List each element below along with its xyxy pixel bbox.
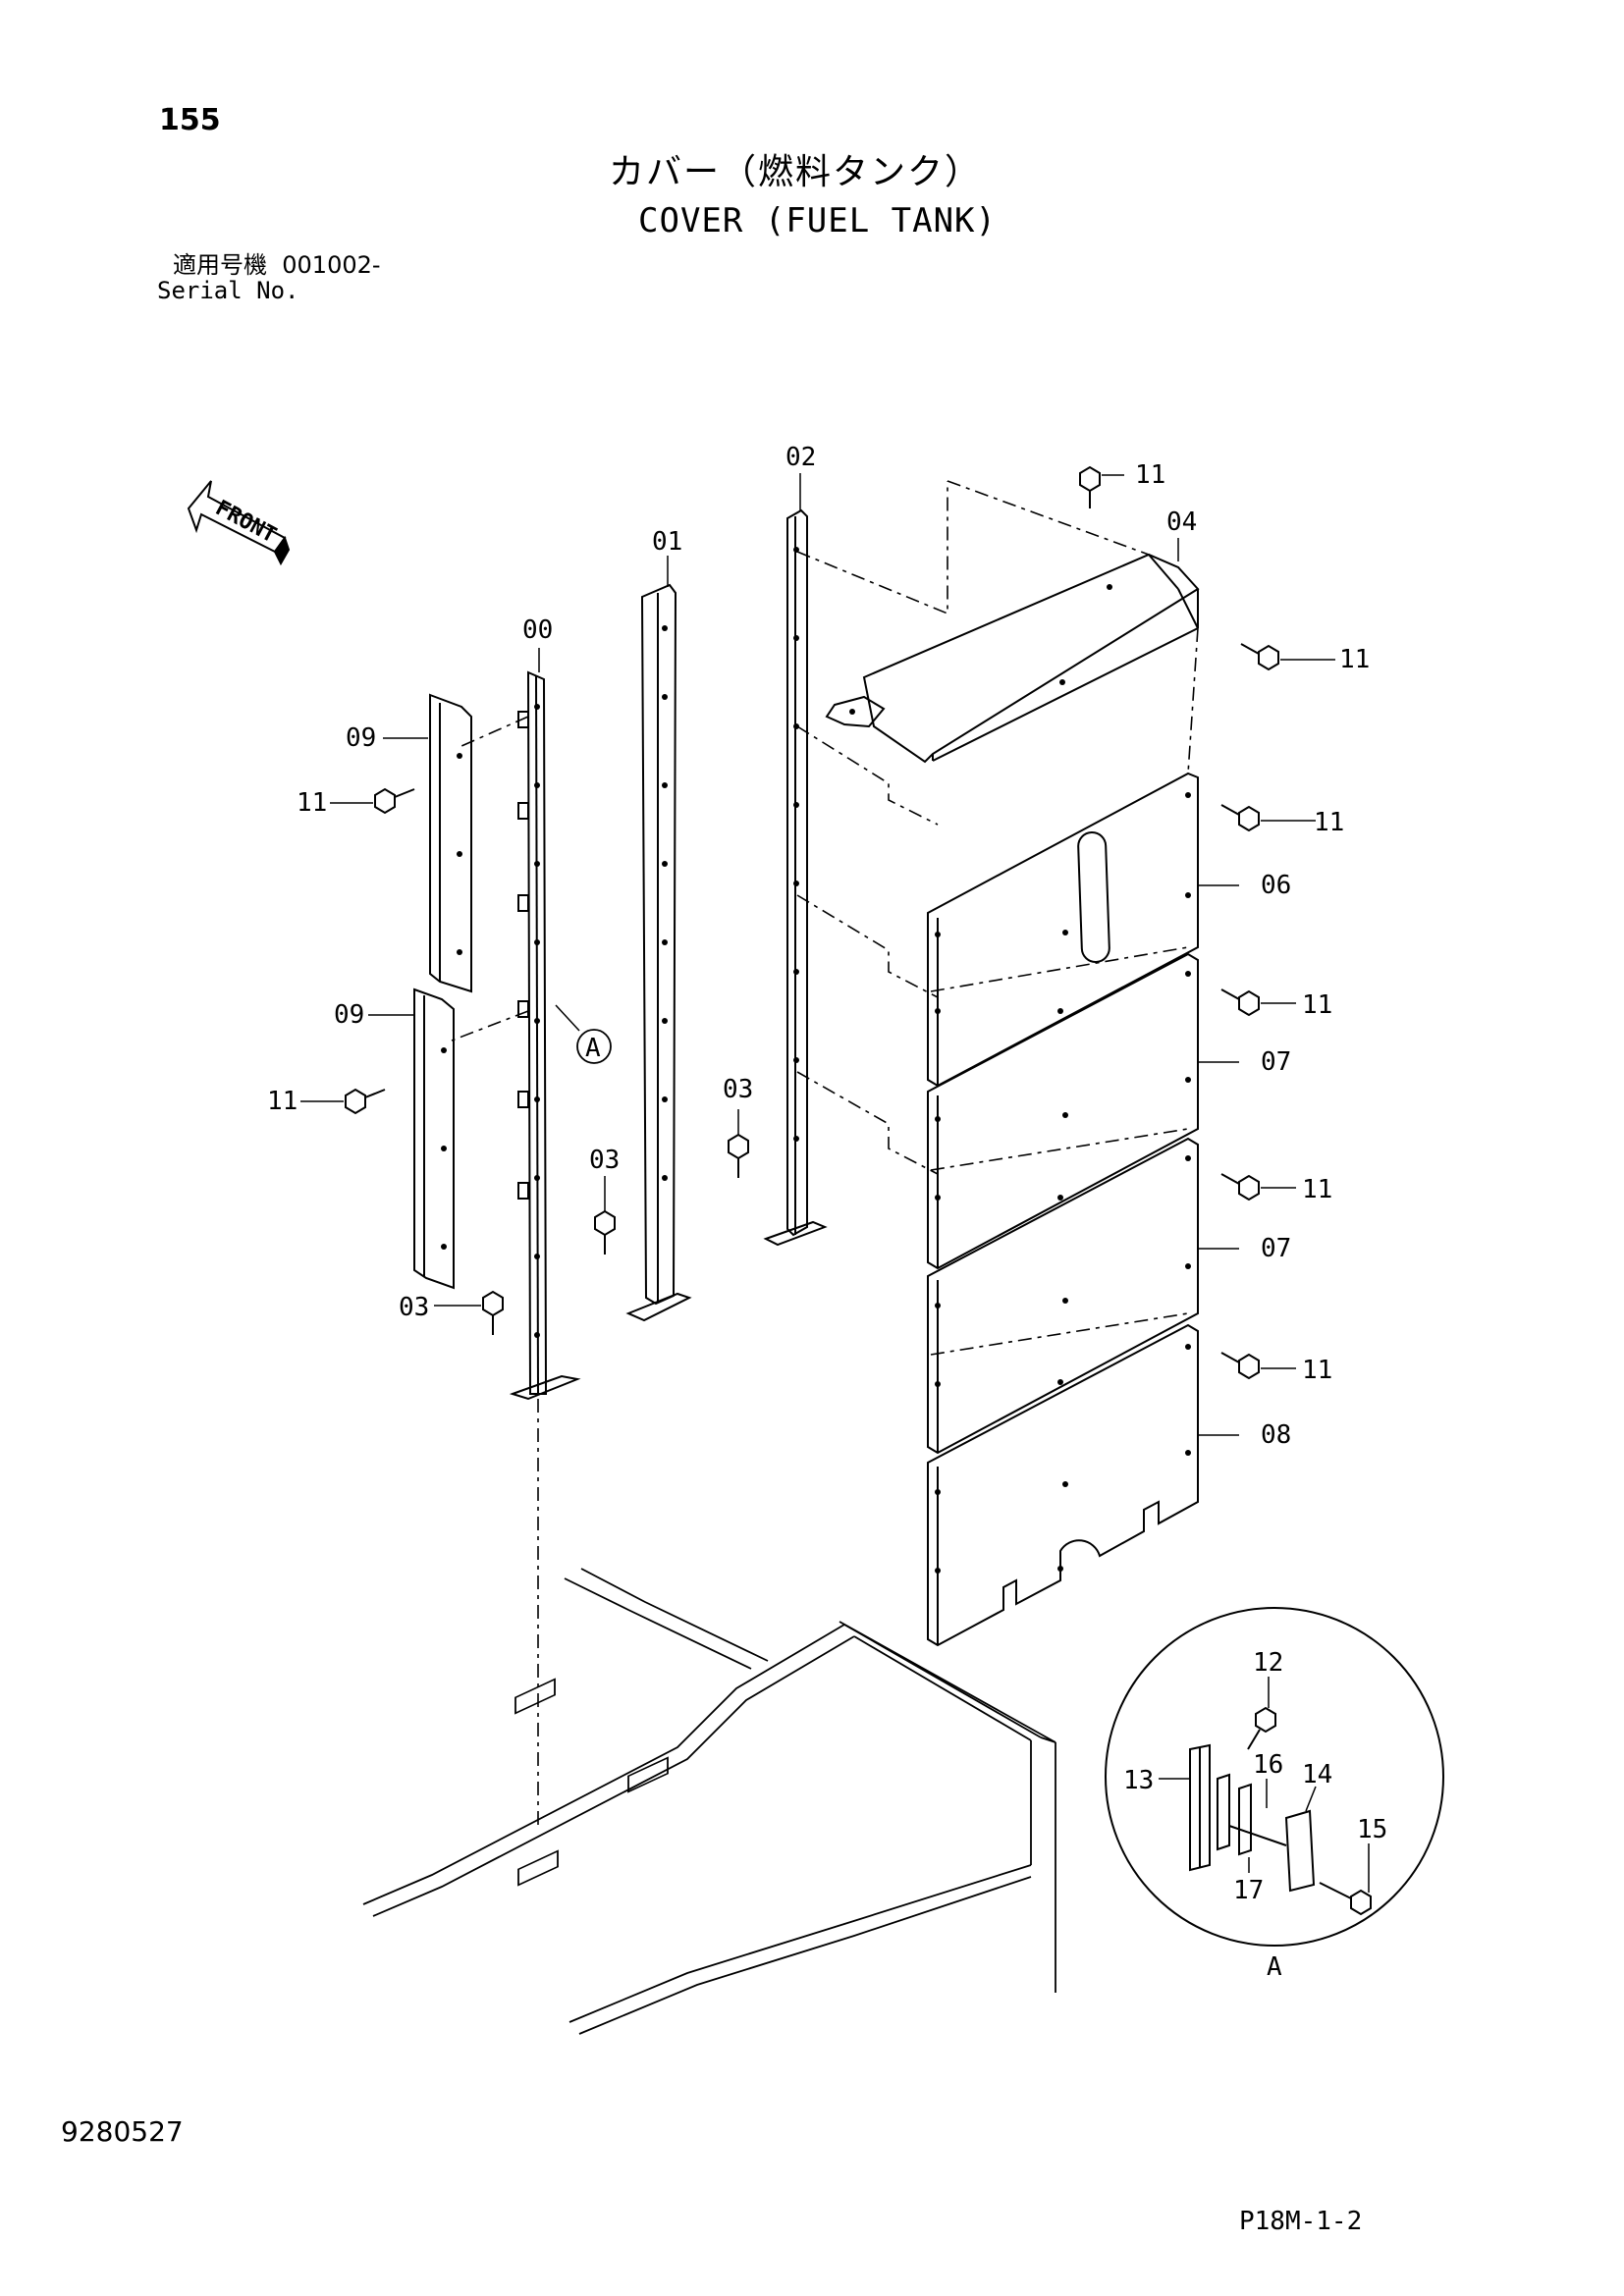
callout-01: 01 xyxy=(652,527,682,557)
callout-08: 08 xyxy=(1261,1420,1291,1450)
bolt-icon xyxy=(482,1290,504,1335)
callout-02: 02 xyxy=(785,443,816,472)
callout-11-top: 11 xyxy=(1135,460,1165,490)
callout-16: 16 xyxy=(1253,1750,1283,1780)
bolt-icon xyxy=(345,1088,386,1115)
callout-06: 06 xyxy=(1261,871,1291,900)
detail-view-label: A xyxy=(1267,1952,1282,1982)
side-plate-09-lower xyxy=(413,988,455,1290)
callout-13: 13 xyxy=(1123,1766,1154,1795)
bolt-icon xyxy=(728,1133,749,1178)
cover-panel-08 xyxy=(927,1323,1199,1647)
bolt-icon xyxy=(1220,1352,1260,1380)
callout-00: 00 xyxy=(522,615,553,645)
callout-11-left-lower: 11 xyxy=(267,1087,298,1116)
callout-09-lower: 09 xyxy=(334,1000,364,1030)
cover-panel-07-lower xyxy=(927,1137,1199,1455)
detail-bolt-icon xyxy=(1319,1882,1372,1916)
callout-11-bracket: 11 xyxy=(1339,645,1370,674)
detail-a-marker-circle xyxy=(576,1029,612,1064)
serial-label-japanese: 適用号機 001002- xyxy=(173,253,381,277)
bolt-icons xyxy=(345,465,1279,1380)
page-code: P18M-1-2 xyxy=(1239,2207,1363,2236)
serial-value: 001002- xyxy=(282,251,381,279)
bolt-icon xyxy=(374,787,415,815)
detail-view-a xyxy=(1105,1607,1444,1947)
bolt-icon xyxy=(1220,988,1260,1017)
page-title-english: COVER (FUEL TANK) xyxy=(638,201,997,240)
bolt-icon xyxy=(1240,643,1279,671)
page-number: 155 xyxy=(159,103,221,137)
cover-panel-06 xyxy=(927,772,1199,1088)
callout-03-left: 03 xyxy=(399,1293,429,1322)
detail-bolt-icon xyxy=(1247,1706,1276,1750)
callout-11-panel08: 11 xyxy=(1302,1356,1332,1385)
front-arrow-icon: FRONT xyxy=(187,480,291,566)
callout-11-panel06: 11 xyxy=(1314,808,1344,837)
bolt-icon xyxy=(594,1209,616,1255)
page-title-japanese: カバー（燃料タンク） xyxy=(609,152,983,192)
callout-11-panel07a: 11 xyxy=(1302,990,1332,1020)
top-bracket-04 xyxy=(825,553,1200,764)
post-00 xyxy=(509,670,581,1401)
callout-11-left-upper: 11 xyxy=(297,788,327,818)
callout-07-lower: 07 xyxy=(1261,1234,1291,1263)
bolt-icon xyxy=(1079,465,1101,508)
front-label: FRONT xyxy=(211,496,280,548)
callout-04: 04 xyxy=(1166,507,1197,537)
cover-panel-07-upper xyxy=(927,952,1199,1270)
post-01 xyxy=(625,583,692,1322)
callout-15: 15 xyxy=(1357,1815,1387,1844)
callout-labels: 00 01 02 03 03 03 04 06 07 07 08 09 09 1… xyxy=(267,443,1387,1982)
bolt-icon xyxy=(1220,1173,1260,1201)
callout-07-upper: 07 xyxy=(1261,1047,1291,1077)
callout-12: 12 xyxy=(1253,1648,1283,1678)
document-number: 9280527 xyxy=(61,2115,184,2148)
leader-lines xyxy=(300,473,1370,1893)
serial-label-jp-text: 適用号機 xyxy=(173,251,267,279)
callout-11-panel07b: 11 xyxy=(1302,1175,1332,1204)
callout-14: 14 xyxy=(1302,1760,1332,1789)
callout-17: 17 xyxy=(1233,1876,1264,1905)
post-02 xyxy=(763,508,828,1247)
fuel-tank-outline xyxy=(362,1568,1056,2035)
side-plate-09-upper xyxy=(429,693,472,993)
callout-09-upper: 09 xyxy=(346,723,376,753)
callout-03-right: 03 xyxy=(723,1075,753,1104)
serial-label-english: Serial No. xyxy=(157,277,299,304)
assembly-lines xyxy=(451,480,1199,1826)
bolt-icon xyxy=(1220,804,1260,832)
callout-03-middle: 03 xyxy=(589,1146,620,1175)
detail-a-marker: A xyxy=(585,1034,601,1063)
